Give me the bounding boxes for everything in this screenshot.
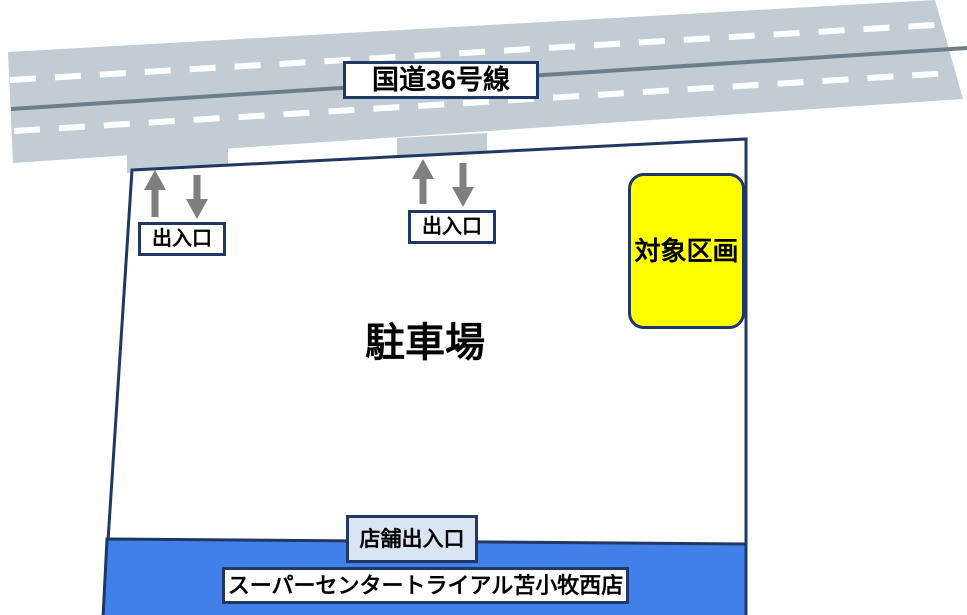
- down-arrow-icon: [452, 163, 474, 207]
- store-name-label: スーパーセンタートライアル苫小牧西店: [222, 567, 629, 604]
- up-arrow-icon: [412, 159, 434, 204]
- lane-dash-upper-icon: [9, 20, 967, 83]
- up-arrow-icon: [144, 170, 166, 217]
- down-arrow-icon: [186, 175, 208, 219]
- store-entrance-label: 店舗出入口: [346, 515, 478, 563]
- target-section-box: 対象区画: [628, 173, 745, 329]
- entrance-label-left: 出入口: [138, 222, 226, 256]
- parking-lot-area: [101, 137, 748, 615]
- parking-lot-label: 駐車場: [365, 321, 485, 365]
- route-label: 国道36号線: [343, 61, 539, 99]
- entrance-label-center: 出入口: [408, 210, 496, 244]
- lane-dash-lower-icon: [13, 69, 967, 134]
